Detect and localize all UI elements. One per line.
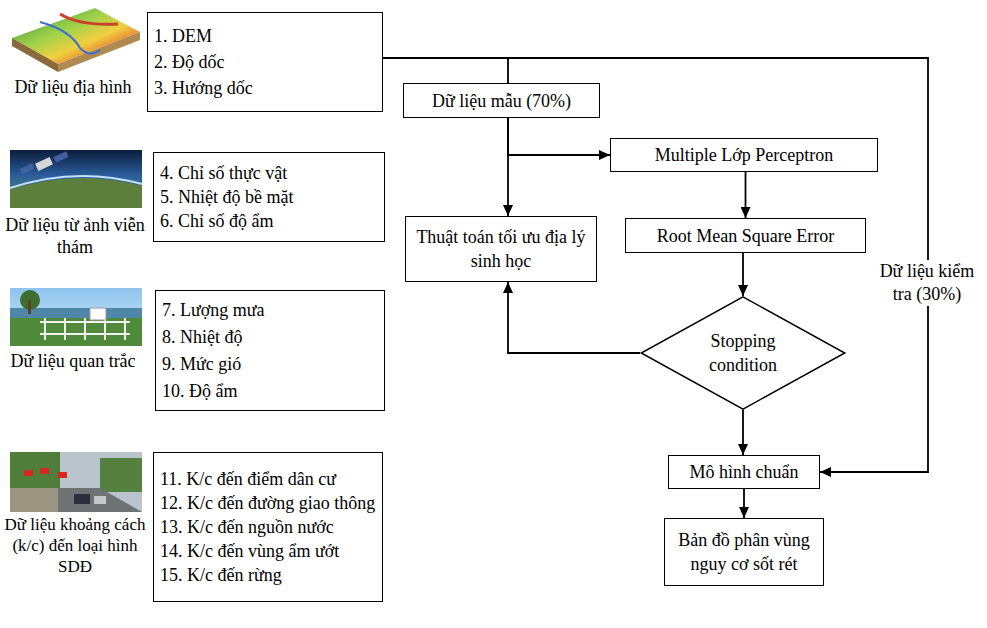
street-sky — [10, 452, 142, 512]
earth-rim — [10, 176, 142, 188]
box-text: Dữ liệu mẫu (70%) — [410, 90, 593, 112]
terrain-river — [40, 22, 100, 54]
edge-label: Dữ liệu kiểm tra (30%) — [870, 260, 984, 306]
list-item: 2. Độ dốc — [154, 49, 376, 75]
data-list-box: 4. Chỉ số thực vật5. Nhiệt độ bề mặt6. C… — [153, 152, 385, 242]
process-box: Thuật toán tối ưu địa lý sinh học — [405, 216, 597, 282]
terrain-picture — [12, 8, 140, 72]
satellite-panel — [19, 163, 34, 174]
flow-arrow — [507, 118, 509, 216]
station-grass — [10, 318, 142, 346]
image-caption: Dữ liệu khoảng cách (k/c) đến loại hình … — [2, 514, 148, 577]
decision-diamond: Stopping condition — [640, 296, 846, 410]
station-picture — [10, 288, 142, 346]
list-item: 15. K/c đến rừng — [160, 563, 376, 587]
terrain-side — [58, 32, 140, 72]
street-trees — [100, 458, 142, 492]
terrain-ridge — [60, 14, 118, 24]
list-item: 6. Chỉ số độ ẩm — [160, 209, 378, 233]
box-text: Bản đồ phân vùng nguy cơ sốt rét — [671, 528, 817, 576]
flow-arrow — [508, 118, 610, 155]
satellite-panel — [53, 151, 68, 162]
flow-arrow — [743, 489, 745, 518]
image-caption: Dữ liệu từ ảnh viễn thám — [0, 214, 150, 258]
flow-arrow — [742, 410, 744, 455]
satellite-ground — [10, 150, 142, 208]
street-picture — [10, 452, 142, 512]
list-item: 11. K/c đến điểm dân cư — [160, 467, 376, 491]
process-box: Mô hình chuẩn — [668, 455, 820, 489]
flow-arrow — [745, 172, 747, 218]
list-item: 8. Nhiệt độ — [162, 324, 378, 351]
list-item: 10. Độ ẩm — [162, 378, 378, 405]
street-car — [74, 494, 90, 504]
process-box: Multiple Lớp Perceptron — [610, 138, 878, 172]
process-box: Bản đồ phân vùng nguy cơ sốt rét — [664, 518, 824, 586]
station-fence — [40, 318, 130, 340]
list-item: 4. Chỉ số thực vật — [160, 161, 378, 185]
list-item: 7. Lượng mưa — [162, 297, 378, 324]
station-trunk — [28, 300, 31, 314]
terrain-side — [12, 38, 58, 72]
box-text: Multiple Lớp Perceptron — [617, 144, 871, 166]
flow-arrow — [383, 58, 508, 83]
station-shelter — [90, 308, 106, 320]
image-caption: Dữ liệu quan trắc — [0, 350, 146, 372]
list-item: 12. K/c đến đường giao thông — [160, 491, 376, 515]
satellite-body — [35, 157, 53, 171]
street-trees — [10, 452, 60, 492]
process-box: Root Mean Square Error — [625, 218, 866, 253]
flow-arrow — [508, 282, 640, 353]
diamond-outline — [640, 296, 846, 410]
street-road — [10, 488, 142, 512]
list-item: 1. DEM — [154, 23, 376, 49]
street-flag — [58, 472, 67, 478]
diamond-shape — [641, 297, 845, 409]
flow-arrow — [742, 253, 744, 296]
street-car — [94, 496, 106, 504]
process-box: Dữ liệu mẫu (70%) — [403, 83, 600, 118]
street-flag — [24, 470, 33, 476]
data-list-box: 1. DEM2. Độ dốc3. Hướng dốc — [147, 12, 383, 112]
list-item: 5. Nhiệt độ bề mặt — [160, 185, 378, 209]
street-flag — [40, 468, 49, 474]
image-caption: Dữ liệu địa hình — [0, 76, 146, 98]
satellite-picture — [10, 150, 142, 208]
box-text: Thuật toán tối ưu địa lý sinh học — [412, 225, 590, 273]
list-item: 9. Mức gió — [162, 351, 378, 378]
box-text: Root Mean Square Error — [632, 225, 859, 247]
list-item: 13. K/c đến nguồn nước — [160, 515, 376, 539]
box-text: Stopping condition — [688, 329, 798, 377]
data-list-box: 7. Lượng mưa8. Nhiệt độ9. Mức gió10. Độ … — [155, 290, 385, 411]
street-sidewalk — [10, 488, 58, 512]
list-item: 3. Hướng dốc — [154, 75, 376, 101]
flow-arrow — [383, 58, 928, 472]
data-list-box: 11. K/c đến điểm dân cư12. K/c đến đường… — [153, 452, 383, 602]
station-sky — [10, 288, 142, 346]
list-item: 14. K/c đến vùng ẩm ướt — [160, 539, 376, 563]
box-text: Mô hình chuẩn — [675, 461, 813, 483]
